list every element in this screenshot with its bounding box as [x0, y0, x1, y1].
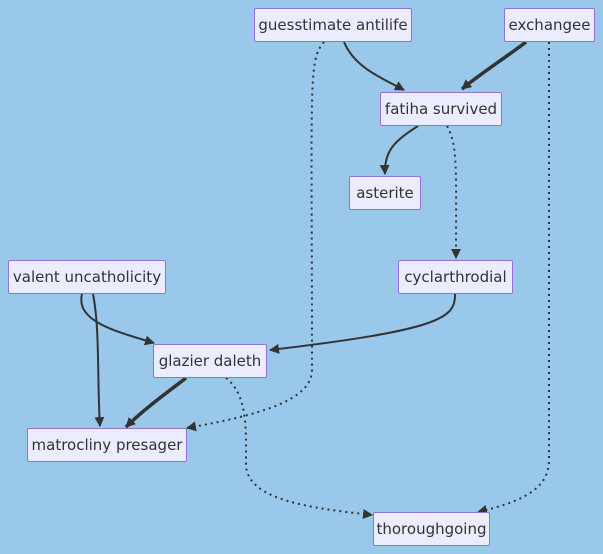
- node-label: matrocliny presager: [31, 436, 183, 454]
- node-matrocliny-presager[interactable]: matrocliny presager: [27, 428, 187, 462]
- node-fatiha-survived[interactable]: fatiha survived: [380, 92, 502, 126]
- edge-fatiha-survived-to-asterite: [379, 125, 419, 175]
- node-asterite[interactable]: asterite: [349, 176, 421, 210]
- edge-valent-uncatholicity-to-matrocliny-presager: [92, 293, 105, 427]
- edge-valent-uncatholicity-to-glazier-daleth: [80, 293, 155, 346]
- node-label: valent uncatholicity: [12, 268, 162, 286]
- edge-guesstimate-antilife-to-fatiha-survived: [343, 41, 405, 91]
- node-label: fatiha survived: [384, 100, 498, 118]
- node-exchangee[interactable]: exchangee: [504, 8, 595, 42]
- node-glazier-daleth[interactable]: glazier daleth: [153, 344, 267, 378]
- edge-exchangee-to-thoroughgoing: [477, 42, 551, 515]
- node-guesstimate-antilife[interactable]: guesstimate antilife: [254, 8, 412, 42]
- edge-guesstimate-antilife-to-matrocliny-presager: [186, 41, 325, 432]
- edge-glazier-daleth-to-matrocliny-presager: [124, 376, 188, 429]
- node-label: exchangee: [508, 16, 591, 34]
- node-cyclarthrodial[interactable]: cyclarthrodial: [398, 260, 513, 294]
- node-label: thoroughgoing: [376, 520, 487, 538]
- node-label: cyclarthrodial: [404, 268, 507, 286]
- node-thoroughgoing[interactable]: thoroughgoing: [373, 512, 490, 546]
- node-label: glazier daleth: [158, 352, 262, 370]
- edge-glazier-daleth-to-thoroughgoing: [225, 377, 373, 519]
- edge-fatiha-survived-to-cyclarthrodial: [446, 125, 462, 259]
- node-label: asterite: [356, 184, 414, 202]
- node-valent-uncatholicity[interactable]: valent uncatholicity: [8, 260, 166, 294]
- edge-exchangee-to-fatiha-survived: [460, 40, 528, 91]
- edge-cyclarthrodial-to-glazier-daleth: [269, 293, 457, 354]
- node-label: guesstimate antilife: [258, 16, 408, 34]
